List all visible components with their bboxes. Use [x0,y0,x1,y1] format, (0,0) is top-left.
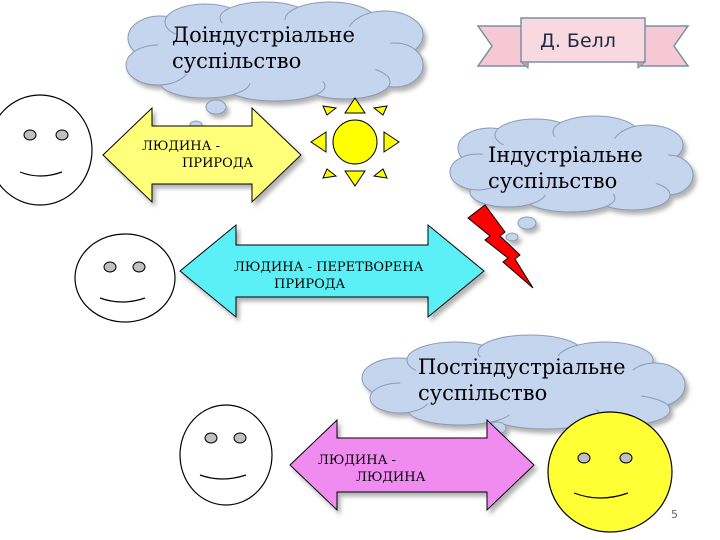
arrow-human-text: ЛЮДИНА - ЛЮДИНА [318,452,425,486]
arrow-nature-text: ЛЮДИНА - ПРИРОДА [142,138,253,172]
sun-icon [310,97,400,187]
lightning-icon [467,204,534,289]
cloud-postindustrial [361,334,686,448]
arrow-human-line-1: ЛЮДИНА - [318,453,396,468]
page-number: 5 [671,508,678,521]
cloud-industrial-line-2: суспільство [488,169,618,193]
arrow-human-nature [102,106,302,204]
banner-label: Д. Белл [540,30,616,52]
cloud-industrial-text: Індустріальне суспільство [488,142,643,194]
cloud-preindustrial-line-2: суспільство [172,49,302,73]
arrow-transformed-line-2: ПРИРОДА [274,277,346,292]
cloud-industrial-line-1: Індустріальне [488,143,643,167]
smiley-face-3 [179,404,273,506]
arrow-nature-line-2: ПРИРОДА [182,156,254,171]
cloud-industrial [449,115,694,250]
cloud-postindustrial-line-1: Постіндустріальне [418,355,626,379]
arrow-transformed-line-1: ЛЮДИНА - ПЕРЕТВОРЕНА [234,260,424,275]
cloud-postindustrial-line-2: суспільство [418,381,548,405]
arrow-human-transformed-nature [179,223,485,319]
cloud-postindustrial-text: Постіндустріальне суспільство [418,354,626,406]
cloud-preindustrial-line-1: Доіндустріальне [172,23,355,47]
arrow-transformed-text: ЛЮДИНА - ПЕРЕТВОРЕНА ПРИРОДА [234,259,423,293]
smiley-face-2 [74,233,176,323]
smiley-face-1 [0,94,93,206]
arrow-human-human [289,418,535,512]
arrow-human-line-2: ЛЮДИНА [356,470,426,485]
arrow-nature-line-1: ЛЮДИНА - [142,139,220,154]
smiley-face-yellow [547,411,673,533]
cloud-preindustrial-text: Доіндустріальне суспільство [172,22,355,74]
cloud-preindustrial [125,1,424,143]
banner-ribbon [476,17,690,70]
